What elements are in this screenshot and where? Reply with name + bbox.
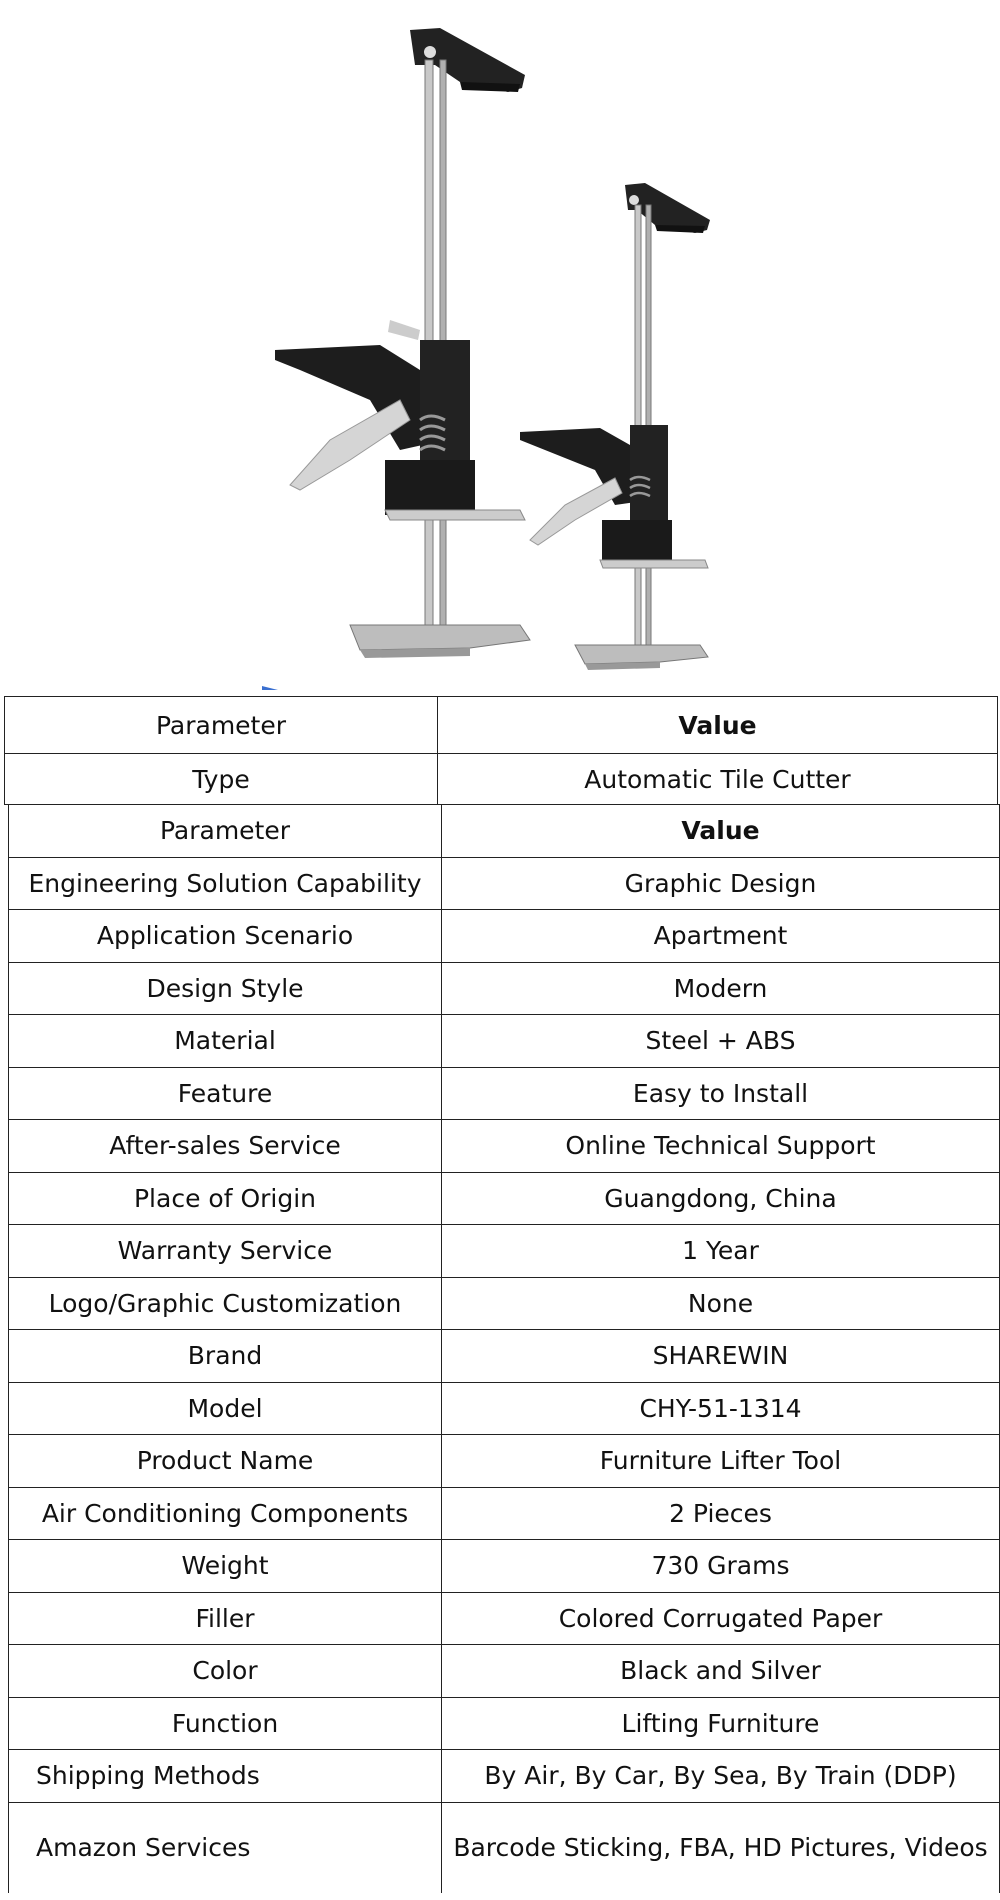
furniture-lifter-illustration xyxy=(262,28,710,690)
header-parameter: Parameter xyxy=(4,696,438,754)
row-value: Barcode Sticking, FBA, HD Pictures, Vide… xyxy=(441,1801,1000,1893)
row-value: By Air, By Car, By Sea, By Train (DDP) xyxy=(441,1749,1000,1803)
row-value: Easy to Install xyxy=(441,1066,1000,1120)
table-row: Type Automatic Tile Cutter xyxy=(4,753,998,805)
row-param: Place of Origin xyxy=(8,1171,442,1225)
row-value: Automatic Tile Cutter xyxy=(437,753,998,805)
row-value: Lifting Furniture xyxy=(441,1696,1000,1750)
header-value: Value xyxy=(441,804,1000,858)
large-lifter-tool xyxy=(275,28,531,658)
table-header-row: Parameter Value xyxy=(4,696,998,754)
row-value: 2 Pieces xyxy=(441,1486,1000,1540)
row-param: Product Name xyxy=(8,1434,442,1488)
header-parameter: Parameter xyxy=(8,804,442,858)
spec-table: Parameter Value Engineering Solution Cap… xyxy=(8,804,1000,1893)
row-value: Modern xyxy=(441,961,1000,1015)
row-value: CHY-51-1314 xyxy=(441,1381,1000,1435)
row-value: Black and Silver xyxy=(441,1644,1000,1698)
table-header-row: Parameter Value xyxy=(8,804,1000,858)
row-param: Model xyxy=(8,1381,442,1435)
row-value: None xyxy=(441,1276,1000,1330)
product-image xyxy=(0,0,1000,692)
row-param: Logo/Graphic Customization xyxy=(8,1276,442,1330)
row-value: Guangdong, China xyxy=(441,1171,1000,1225)
header-value: Value xyxy=(437,696,998,754)
row-param: After-sales Service xyxy=(8,1119,442,1173)
row-param: Design Style xyxy=(8,961,442,1015)
row-param: Warranty Service xyxy=(8,1224,442,1278)
row-value: Graphic Design xyxy=(441,856,1000,910)
row-param: Function xyxy=(8,1696,442,1750)
row-value: Colored Corrugated Paper xyxy=(441,1591,1000,1645)
row-value: Online Technical Support xyxy=(441,1119,1000,1173)
row-value: 730 Grams xyxy=(441,1539,1000,1593)
row-value: Apartment xyxy=(441,909,1000,963)
row-param: Color xyxy=(8,1644,442,1698)
row-param: Shipping Methods xyxy=(8,1749,442,1803)
small-lifter-tool xyxy=(520,183,710,670)
row-param: Brand xyxy=(8,1329,442,1383)
row-param: Engineering Solution Capability xyxy=(8,856,442,910)
row-value: SHAREWIN xyxy=(441,1329,1000,1383)
row-value: Furniture Lifter Tool xyxy=(441,1434,1000,1488)
row-param: Material xyxy=(8,1014,442,1068)
row-param: Weight xyxy=(8,1539,442,1593)
row-param: Feature xyxy=(8,1066,442,1120)
row-param: Application Scenario xyxy=(8,909,442,963)
row-param: Filler xyxy=(8,1591,442,1645)
row-param: Amazon Services xyxy=(8,1801,442,1893)
row-param: Type xyxy=(4,753,438,805)
type-table: Parameter Value Type Automatic Tile Cutt… xyxy=(4,696,998,805)
row-value: Steel + ABS xyxy=(441,1014,1000,1068)
row-param: Air Conditioning Components xyxy=(8,1486,442,1540)
row-value: 1 Year xyxy=(441,1224,1000,1278)
